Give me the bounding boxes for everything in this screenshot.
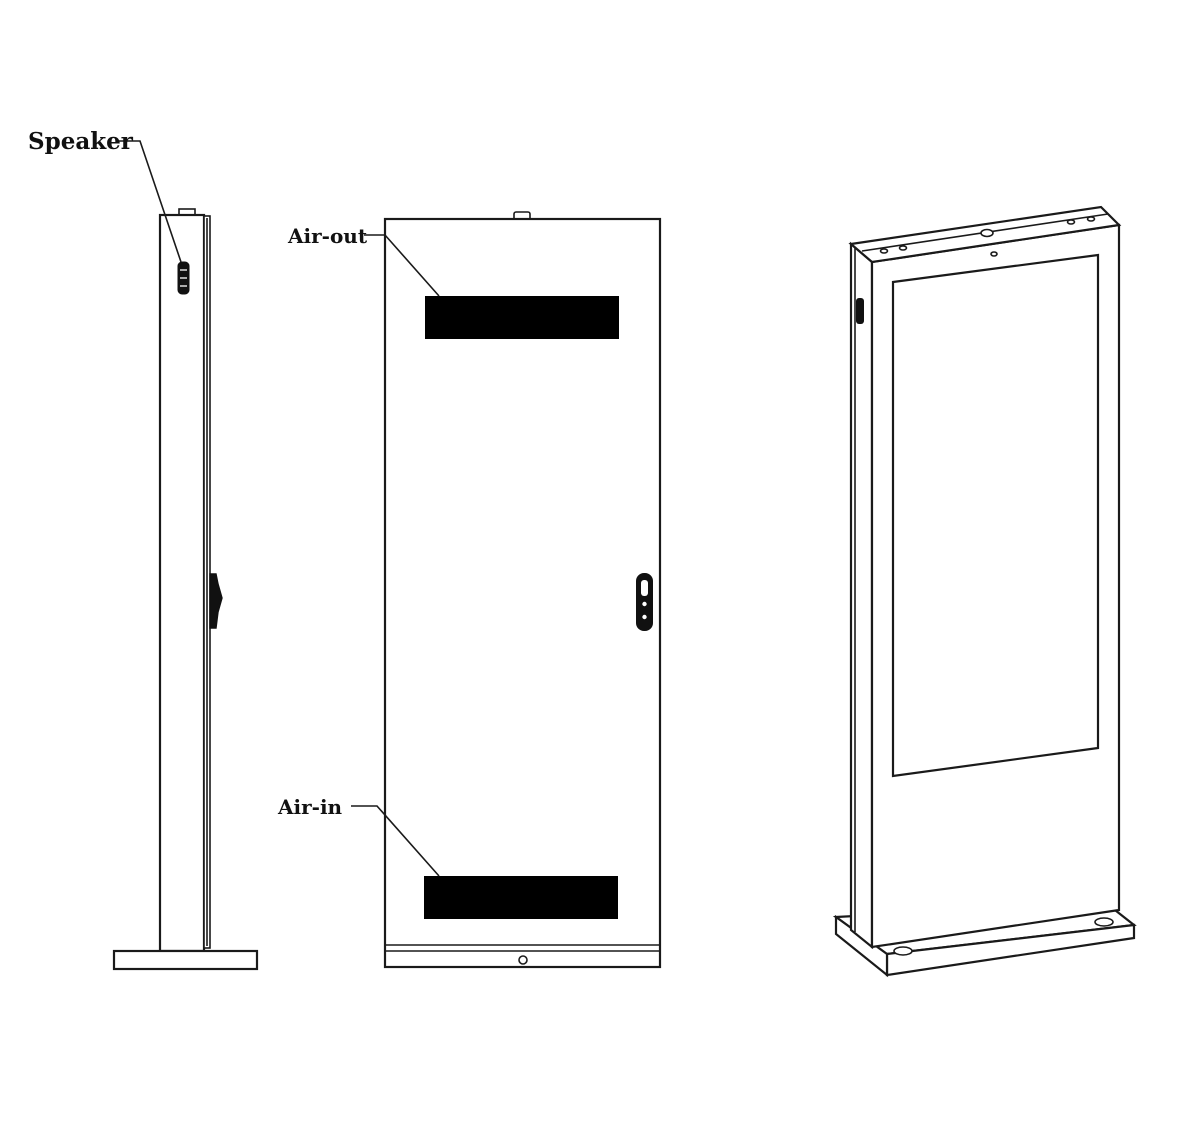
back-view: Air-out Air-in bbox=[277, 211, 662, 969]
speaker-label: Speaker bbox=[28, 128, 134, 155]
air-out-leader-line bbox=[364, 234, 440, 297]
perspective-top-hole bbox=[898, 245, 908, 251]
perspective-screen bbox=[891, 253, 1100, 778]
speaker-leader-line bbox=[119, 140, 182, 263]
back-lock-keyhole bbox=[641, 580, 648, 596]
air-in-leader-line bbox=[351, 805, 440, 877]
air-in-label: Air-in bbox=[277, 795, 343, 819]
perspective-base-screw bbox=[893, 946, 913, 956]
perspective-speaker bbox=[856, 298, 864, 324]
air-out-label: Air-out bbox=[287, 224, 368, 248]
side-lock-handle bbox=[209, 573, 223, 629]
perspective-camera-hole bbox=[990, 251, 998, 257]
side-view: Speaker bbox=[28, 128, 259, 971]
perspective-top-hole bbox=[879, 248, 889, 254]
side-body bbox=[158, 213, 206, 953]
back-bottom-screw bbox=[518, 955, 528, 965]
back-lock-dot bbox=[642, 614, 647, 620]
back-lock-dot bbox=[642, 601, 647, 607]
perspective-top-hole bbox=[1066, 219, 1076, 225]
perspective-top-hole bbox=[1086, 216, 1096, 222]
side-base-plate bbox=[112, 949, 259, 971]
back-panel bbox=[383, 217, 662, 969]
perspective-view bbox=[832, 205, 1137, 978]
perspective-base-screw bbox=[1094, 917, 1114, 927]
air-out-vent bbox=[425, 296, 619, 339]
air-in-vent bbox=[424, 876, 618, 919]
perspective-top-connector bbox=[980, 228, 994, 238]
perspective-side-face bbox=[849, 241, 874, 950]
